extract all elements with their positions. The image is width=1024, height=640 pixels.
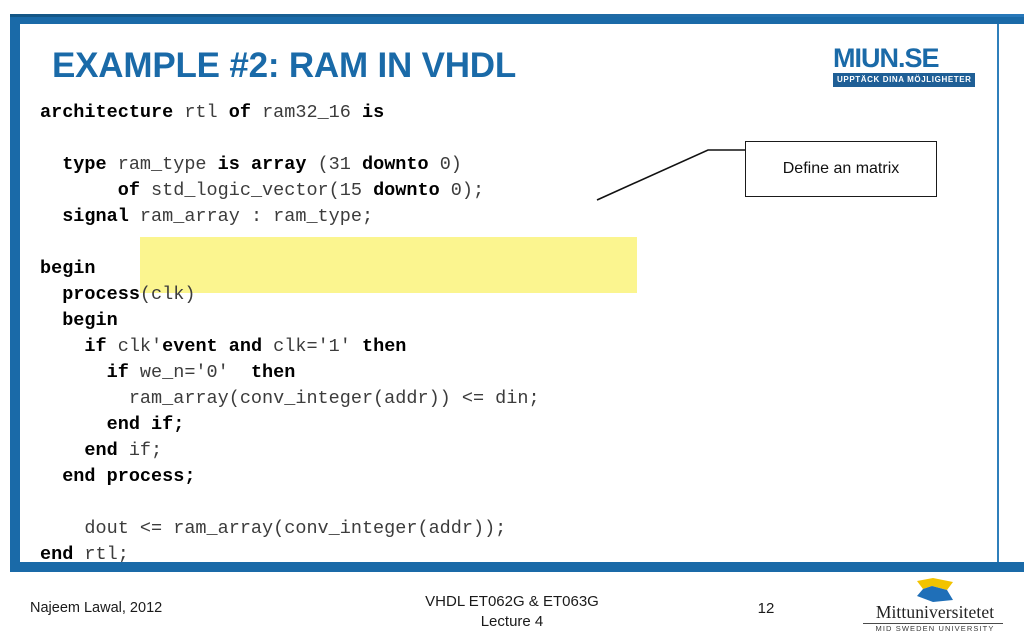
- page-number: 12: [757, 600, 775, 617]
- code-line: if we_n='0' then: [40, 362, 296, 383]
- slide-border-left: [10, 14, 20, 572]
- code-line: architecture rtl of ram32_16 is: [40, 102, 385, 123]
- code-line: end if;: [40, 414, 185, 435]
- code-line: end process;: [40, 466, 196, 487]
- code-line: signal ram_array : ram_type;: [40, 206, 374, 227]
- footer-course-line1: VHDL ET062G & ET063G: [425, 593, 599, 610]
- slide-border-bottom: [10, 562, 1024, 572]
- mittuniversitetet-mark-icon: [917, 578, 953, 602]
- code-line: begin: [40, 258, 96, 279]
- code-line: dout <= ram_array(conv_integer(addr));: [40, 518, 507, 539]
- page-title: EXAMPLE #2: RAM IN VHDL: [52, 46, 517, 85]
- slide-border-top: [10, 14, 1024, 24]
- footer-author: Najeem Lawal, 2012: [30, 600, 163, 616]
- code-line: [40, 490, 540, 516]
- code-line: of std_logic_vector(15 downto 0);: [40, 180, 485, 201]
- mittuniversitetet-divider: [863, 623, 1003, 624]
- code-line: [40, 126, 540, 152]
- miun-logo-wordmark: MIUN.SE: [833, 43, 940, 73]
- code-highlight-band: [140, 237, 637, 293]
- mittuniversitetet-subtitle: MID SWEDEN UNIVERSITY: [875, 624, 995, 633]
- miun-logo-tagline: UPPTÄCK DINA MÖJLIGHETER: [833, 73, 975, 87]
- code-block-container: architecture rtl of ram32_16 is type ram…: [40, 100, 996, 562]
- vhdl-code: architecture rtl of ram32_16 is type ram…: [40, 100, 540, 562]
- code-line: process(clk): [40, 284, 196, 305]
- mittuniversitetet-logo: Mittuniversitetet MID SWEDEN UNIVERSITY: [845, 578, 1010, 634]
- code-line: end rtl;: [40, 544, 129, 562]
- code-line: [40, 230, 540, 256]
- code-line: begin: [40, 310, 118, 331]
- code-line: ram_array(conv_integer(addr)) <= din;: [40, 388, 540, 409]
- callout-box: Define an matrix: [745, 141, 937, 197]
- callout-text: Define an matrix: [782, 160, 900, 177]
- code-line: if clk'event and clk='1' then: [40, 336, 407, 357]
- mittuniversitetet-wordmark: Mittuniversitetet: [875, 602, 995, 622]
- footer-course: VHDL ET062G & ET063G Lecture 4: [262, 592, 762, 632]
- miun-logo: MIUN.SE UPPTÄCK DINA MÖJLIGHETER: [833, 44, 981, 92]
- footer-course-line2: Lecture 4: [480, 613, 544, 630]
- callout-leader-line: [596, 149, 755, 201]
- slide-inner-rule-right: [997, 24, 999, 562]
- slide-border-top-shade: [10, 14, 1024, 17]
- code-line: end if;: [40, 440, 163, 461]
- code-line: type ram_type is array (31 downto 0): [40, 154, 462, 175]
